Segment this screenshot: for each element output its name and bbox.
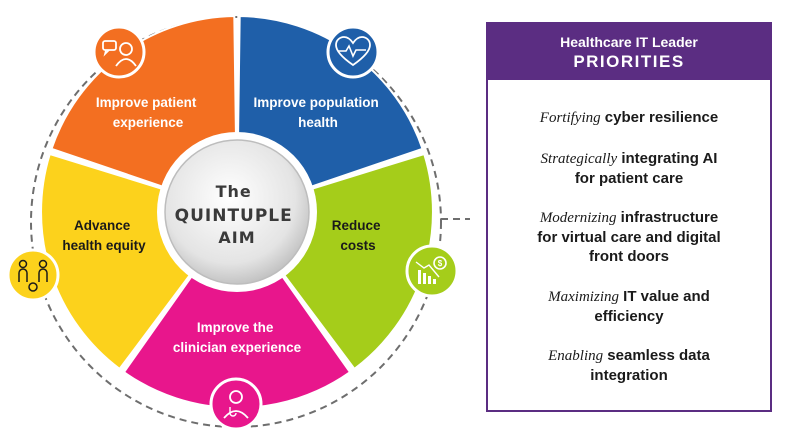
heart-pulse-icon <box>326 25 380 79</box>
priority-item: Modernizing infrastructure for virtual c… <box>488 208 770 266</box>
priority-item: Maximizing IT value and efficiency <box>488 287 770 326</box>
priority-lead: Strategically <box>540 151 618 167</box>
priorities-panel: Healthcare IT Leader PRIORITIES Fortifyi… <box>486 22 772 412</box>
priority-text: integration <box>590 367 668 384</box>
priority-text: infrastructure <box>616 209 719 226</box>
clinician-icon <box>209 377 263 431</box>
chat-person-icon <box>92 25 146 79</box>
priority-text: cyber resilience <box>600 109 719 126</box>
priority-text: IT value and <box>618 288 710 305</box>
svg-text:$: $ <box>438 259 443 268</box>
priority-text: for patient care <box>574 170 684 187</box>
priority-item: Strategically integrating AI for patient… <box>488 149 770 188</box>
priority-text: for virtual care and digital <box>537 229 721 246</box>
equity-people-icon <box>6 248 60 302</box>
outer-dashed-ring <box>30 16 442 428</box>
priority-text: front doors <box>589 248 669 265</box>
priority-item: Fortifying cyber resilience <box>488 108 770 128</box>
center-disc <box>164 139 310 285</box>
priority-text: efficiency <box>594 308 664 325</box>
priority-text: integrating AI <box>617 150 718 167</box>
label-clinician-experience: Improve the clinician experience <box>173 320 302 355</box>
priority-text: seamless data <box>603 347 710 364</box>
panel-subtitle: Healthcare IT Leader <box>560 34 698 50</box>
label-health-equity: Advance health equity <box>62 218 146 253</box>
center-title: The QUINTUPLE AIM <box>175 182 300 247</box>
priority-lead: Fortifying <box>539 110 601 126</box>
cost-down-chart-icon: $ <box>405 244 459 298</box>
label-population-health: Improve population health <box>253 95 382 130</box>
panel-title: PRIORITIES <box>573 52 685 71</box>
label-patient-experience: Improve patient experience <box>96 95 200 130</box>
priority-lead: Enabling <box>548 348 604 364</box>
priority-lead: Modernizing <box>539 210 617 226</box>
priority-lead: Maximizing <box>548 289 619 305</box>
quintuple-aim-wheel: Improve patient experience Improve popul… <box>6 14 470 431</box>
segments <box>40 14 434 409</box>
label-reduce-costs: Reduce costs <box>332 218 385 253</box>
panel-header: Healthcare IT Leader PRIORITIES <box>488 24 770 80</box>
priority-item: Enabling seamless data integration <box>488 346 770 385</box>
